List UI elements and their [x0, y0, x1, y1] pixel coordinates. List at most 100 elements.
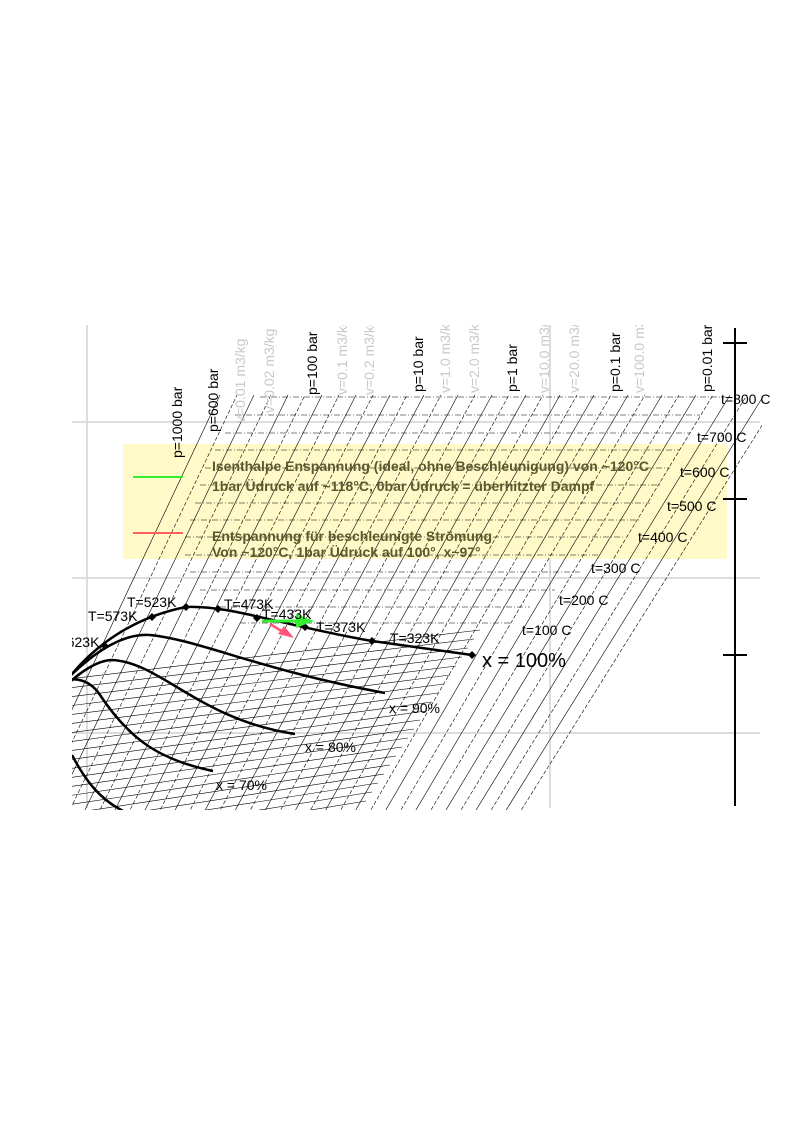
wet-region-line [60, 819, 354, 869]
isobar-line [385, 394, 629, 810]
temperature-label: t=200 C [559, 592, 608, 608]
isobar-line [174, 394, 391, 810]
isobar-line [355, 394, 595, 810]
isobar-line [490, 394, 748, 810]
saturation-marker [101, 642, 109, 650]
isobar-line [520, 424, 762, 810]
wet-region-line [204, 782, 379, 810]
isobar-line [505, 397, 762, 810]
volume-label: v=100.0 m3/kg [631, 301, 647, 393]
isobar-line [265, 394, 493, 810]
isobar-line [72, 394, 255, 775]
isobar-line [430, 394, 680, 810]
wet-region-line [148, 773, 385, 810]
wet-region-line [72, 656, 463, 706]
isobar-line [72, 394, 238, 743]
right-axis [723, 328, 747, 806]
volume-label: v=0.02 m3/kg [261, 329, 277, 413]
grid [72, 325, 760, 808]
wet-region-line [72, 746, 403, 796]
wet-region-line [72, 737, 409, 787]
saturation-label: T=573K [88, 608, 138, 624]
legend-green-text-2: 1bar Üdruck auf ~118°C, 0bar Üdruck = üb… [212, 478, 595, 494]
legend-red-text-1: Entspannung für beschleunigte Strömung [212, 528, 492, 544]
isobar-line [189, 394, 408, 810]
pressure-label: p=10 bar [410, 336, 426, 392]
saturation-label: T=623K [50, 634, 100, 650]
pressure-label: p=1 bar [504, 344, 520, 392]
saturation-marker [468, 651, 476, 659]
saturation-marker [253, 614, 261, 622]
wet-region-line [60, 828, 348, 878]
wet-region-line [72, 665, 457, 715]
temperature-label: t=800 C [721, 391, 770, 407]
quality-curve-70 [72, 678, 214, 773]
isobar-line [204, 394, 425, 810]
saturation-marker [368, 637, 376, 645]
wet-region-line [72, 647, 469, 697]
saturation-marker [182, 603, 190, 611]
temperature-label: t=700 C [697, 429, 746, 445]
volume-label: v=20.0 m3/kg [566, 309, 582, 393]
isobar-line [460, 394, 714, 810]
volume-label: v=2.0 m3/kg [466, 316, 482, 393]
saturation-label: T=473K [224, 596, 274, 612]
wet-region-line [72, 674, 451, 724]
quality-label-90: x = 90% [389, 700, 440, 716]
isobar-line [159, 394, 374, 810]
red-arrow-head [278, 626, 294, 638]
temperature-label: t=300 C [591, 560, 640, 576]
isobar-line [250, 394, 476, 810]
wet-region-line [72, 692, 439, 742]
pressure-label: p=600 bar [205, 368, 221, 432]
wet-region-line [72, 755, 397, 805]
temperature-label: t=500 C [667, 498, 716, 514]
pressure-label: p=100 bar [304, 331, 320, 395]
quality-curve-90 [72, 633, 386, 695]
saturation-marker [148, 613, 156, 621]
quality-curve-low [72, 754, 124, 810]
wet-region-line [358, 809, 360, 810]
wet-region-line [60, 846, 336, 896]
wet-region-line [60, 855, 330, 905]
temperature-label: t=100 C [522, 622, 571, 638]
green-arrow-head [296, 614, 314, 628]
saturation-label: T=523K [127, 594, 177, 610]
volume-label: v=1.0 m3/kg [437, 316, 453, 393]
isobar-line [72, 394, 272, 807]
isobar-line [400, 394, 646, 810]
wet-region-line [72, 701, 433, 751]
legend-red-text-2: Von ~120°C, 1bar Üdruck auf 100°, x~97° [212, 544, 481, 560]
wet-region-line [257, 791, 373, 810]
wet-region-line [72, 719, 421, 769]
wet-region-line [72, 629, 481, 679]
pressure-label: p=0.1 bar [607, 332, 623, 392]
pressure-label: p=1000 bar [169, 386, 185, 458]
wet-region-line [72, 728, 415, 778]
wet-region-line [72, 710, 427, 760]
isobar-line [325, 394, 561, 810]
isobar-line [129, 394, 340, 810]
legend-box [123, 444, 727, 559]
saturation-marker [214, 605, 222, 613]
isobar-line [235, 394, 459, 810]
pressure-label: p=0.01 bar [699, 324, 715, 392]
isobar-line [144, 394, 357, 810]
quality-label-100: x = 100% [482, 650, 566, 672]
isobar-line [72, 394, 221, 711]
isobar-line [310, 394, 544, 810]
quality-label-80: x = 80% [305, 739, 356, 755]
isobar-line [370, 394, 612, 810]
isobar-line [475, 394, 731, 810]
volume-label: v=0.01 m3/kg [232, 339, 248, 423]
wet-region-line [60, 837, 342, 887]
isobar-line [445, 394, 697, 810]
isobar-line [219, 394, 442, 810]
volume-label: v=0.1 m3/kg [334, 318, 350, 395]
saturation-label: T=373K [316, 619, 366, 635]
temperature-label: t=600 C [680, 464, 729, 480]
isobar-line [415, 394, 663, 810]
isobar-line [340, 394, 578, 810]
quality-label-70: x = 70% [216, 777, 267, 793]
